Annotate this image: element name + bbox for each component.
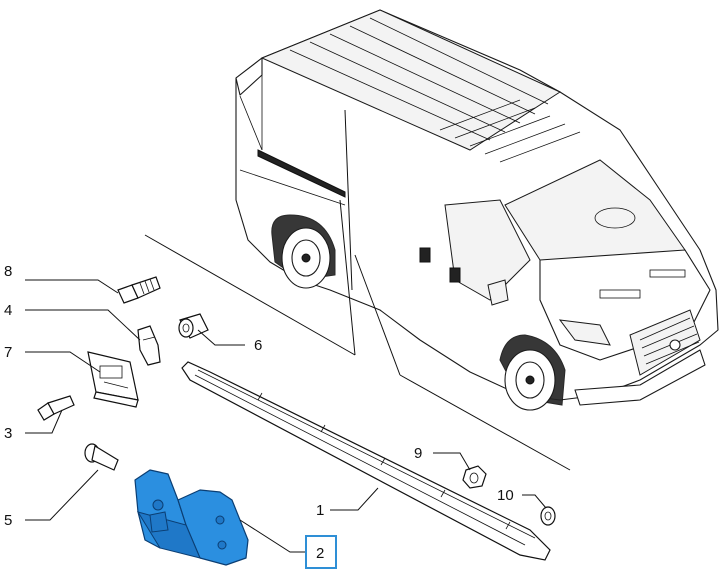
callout-9: 9 [414,445,422,462]
callout-6: 6 [254,337,262,354]
bolt-part-5 [84,443,119,471]
callout-numbers: 8 4 7 3 5 6 9 10 1 2 [4,263,514,569]
callout-7: 7 [4,344,12,361]
callout-3: 3 [4,425,12,442]
nut-part-9 [462,465,487,489]
bracket-part-7 [87,351,139,408]
hinge-part-2-highlighted [134,469,249,566]
callout-10: 10 [497,487,514,504]
clip-part-4 [137,325,161,366]
guide-lines [144,199,571,471]
leader-lines [25,279,547,553]
sill-strip-part [181,361,551,561]
washer-part-10 [540,506,556,526]
callout-2-highlight-box [305,535,337,569]
callout-5: 5 [4,512,12,529]
van-illustration [235,9,719,411]
bolt-part-8 [117,276,161,304]
screw-part-3 [37,395,75,421]
callout-1: 1 [316,502,324,519]
callout-8: 8 [4,263,12,280]
callout-2: 2 [316,545,324,562]
callout-4: 4 [4,302,12,319]
